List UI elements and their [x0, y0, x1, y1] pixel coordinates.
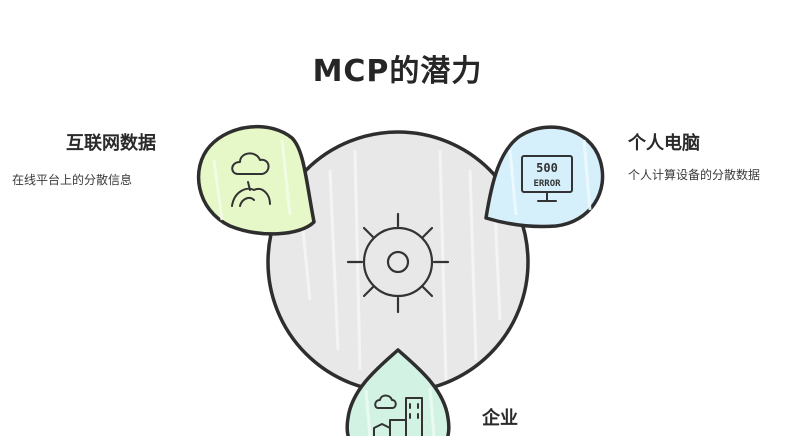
center-circle: [266, 130, 530, 394]
monitor-code-text: 500: [536, 161, 558, 175]
internet-data-description: 在线平台上的分散信息: [12, 173, 133, 187]
computer-monitor-icon: 500 ERROR: [521, 155, 573, 202]
pc-title: 个人电脑: [628, 133, 700, 154]
pc-description: 个人计算设备的分散数据: [628, 168, 761, 182]
pc-node: [484, 125, 605, 229]
city-buildings-icon: [373, 394, 423, 436]
enterprise-title: 企业: [482, 408, 518, 429]
cloud-hills-icon: [231, 152, 271, 207]
diagram-title: MCP的潜力: [312, 54, 483, 89]
enterprise-node: [345, 348, 451, 436]
internet-data-node: [196, 124, 316, 236]
sun-gear-icon: [346, 212, 450, 314]
monitor-error-text: ERROR: [533, 179, 561, 189]
internet-data-title: 互联网数据: [66, 133, 156, 154]
